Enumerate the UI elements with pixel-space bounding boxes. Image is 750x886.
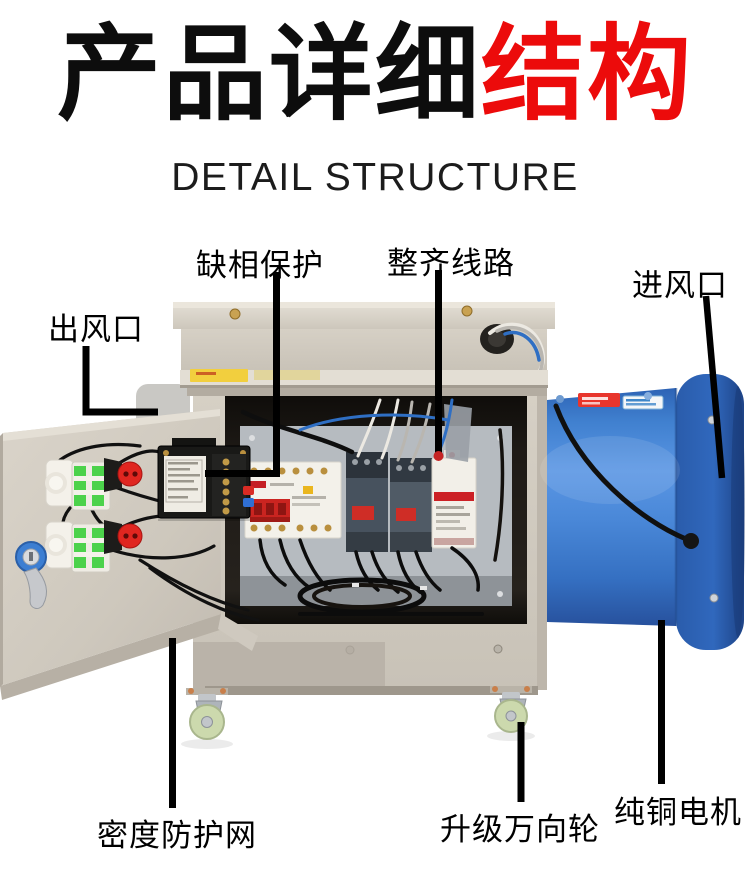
door-button-assembly	[45, 458, 143, 511]
interior-wiring	[240, 398, 505, 616]
door-return-flange	[218, 614, 258, 651]
page-title-black: 产品详细	[56, 17, 481, 133]
phase-loss-protector	[157, 438, 254, 521]
page-title: 产品详细结构	[0, 10, 750, 140]
door-lock	[15, 541, 47, 609]
callout-lines	[82, 270, 726, 808]
callout-label-air-outlet: 出风口	[48, 312, 144, 347]
callout-label-protective-mesh: 密度防护网	[97, 818, 257, 853]
contactor	[346, 452, 388, 552]
cabinet-base	[205, 686, 538, 695]
blue-wire-clip	[243, 498, 254, 507]
protector-label	[164, 456, 206, 512]
callout-line-air-inlet	[702, 295, 726, 479]
callout-label-copper-motor: 纯铜电机	[614, 795, 742, 830]
lid-screw	[229, 308, 241, 320]
circuit-breaker	[244, 461, 342, 539]
callout-label-neat-wiring: 整齐线路	[387, 246, 515, 281]
cabinet-door	[0, 409, 260, 700]
control-cabinet	[173, 302, 555, 695]
fan-motor	[540, 374, 745, 650]
fan-bell-mouth	[676, 374, 744, 650]
warning-label	[190, 369, 248, 382]
door-button-assembly	[45, 520, 143, 573]
motor-cable	[553, 403, 689, 542]
page-title-red: 结构	[481, 17, 694, 133]
motor-cable-gland	[683, 533, 699, 549]
lid-screw	[461, 305, 473, 317]
red-wire-clip	[243, 486, 254, 495]
screw	[493, 644, 503, 654]
caster-wheel-left	[181, 688, 233, 749]
callout-label-universal-wheels: 升级万向轮	[440, 812, 600, 847]
callout-line-tip-dot	[433, 451, 444, 461]
phase-relay-module	[431, 450, 477, 549]
callout-label-air-inlet: 进风口	[632, 268, 728, 303]
callout-line-air-outlet	[82, 346, 158, 416]
contactor	[390, 458, 432, 552]
door-bottom-edge	[0, 614, 226, 700]
faded-label	[254, 370, 320, 380]
brand-tag	[249, 481, 266, 488]
callout-line-phase-loss	[205, 272, 280, 477]
bolt	[709, 593, 719, 603]
callout-label-phase-loss: 缺相保护	[196, 248, 324, 283]
power-cables	[488, 322, 546, 376]
page-subtitle: DETAIL STRUCTURE	[171, 156, 579, 199]
caster-wheel-right	[487, 686, 535, 741]
fan-spec-label	[622, 395, 664, 410]
